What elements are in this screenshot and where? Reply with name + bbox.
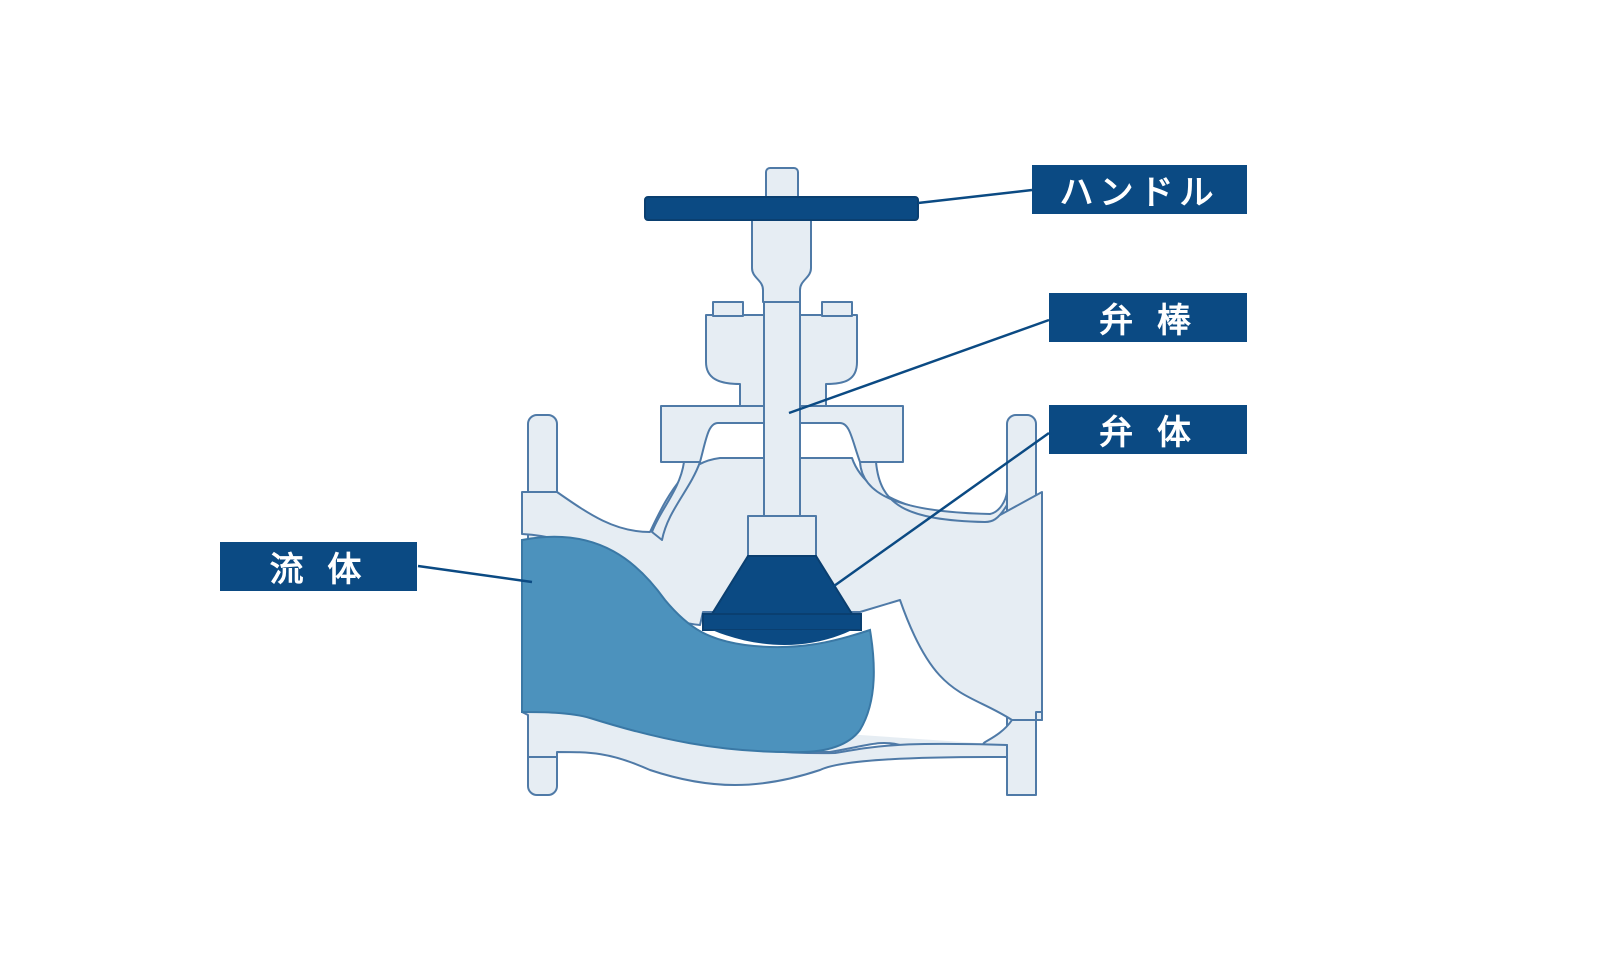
handle-wheel [644, 196, 919, 221]
gland-bolt-left [712, 301, 744, 317]
label-stem: 弁 棒 [1049, 293, 1247, 342]
leader-stem [788, 318, 1050, 415]
label-fluid: 流 体 [220, 542, 417, 591]
label-fluid-text: 流 体 [269, 550, 368, 590]
gland-bolt-right [821, 301, 853, 317]
valve-stem [747, 167, 817, 557]
bonnet-flange [660, 405, 904, 463]
label-disc-text: 弁 体 [1099, 413, 1197, 453]
leader-handle [917, 188, 1033, 205]
bonnet [651, 301, 1008, 541]
leader-lines [417, 188, 1050, 588]
disc-seat-curve [712, 630, 852, 645]
stem-upper [751, 219, 812, 303]
leader-disc [833, 431, 1050, 588]
disc-seat [702, 613, 862, 631]
fluid-area [521, 535, 875, 754]
bonnet-neck-left [651, 461, 701, 541]
valve-disc [702, 555, 862, 645]
label-handle-text: ハンドル [1059, 173, 1220, 213]
label-disc: 弁 体 [1049, 405, 1247, 454]
stem-shaft [763, 301, 801, 517]
bonnet-neck-right [859, 461, 1008, 523]
label-stem-text: 弁 棒 [1099, 301, 1197, 341]
leader-fluid [417, 564, 533, 584]
stem-top [765, 167, 799, 201]
stem-collar [747, 515, 817, 557]
label-handle: ハンドル [1032, 165, 1247, 214]
